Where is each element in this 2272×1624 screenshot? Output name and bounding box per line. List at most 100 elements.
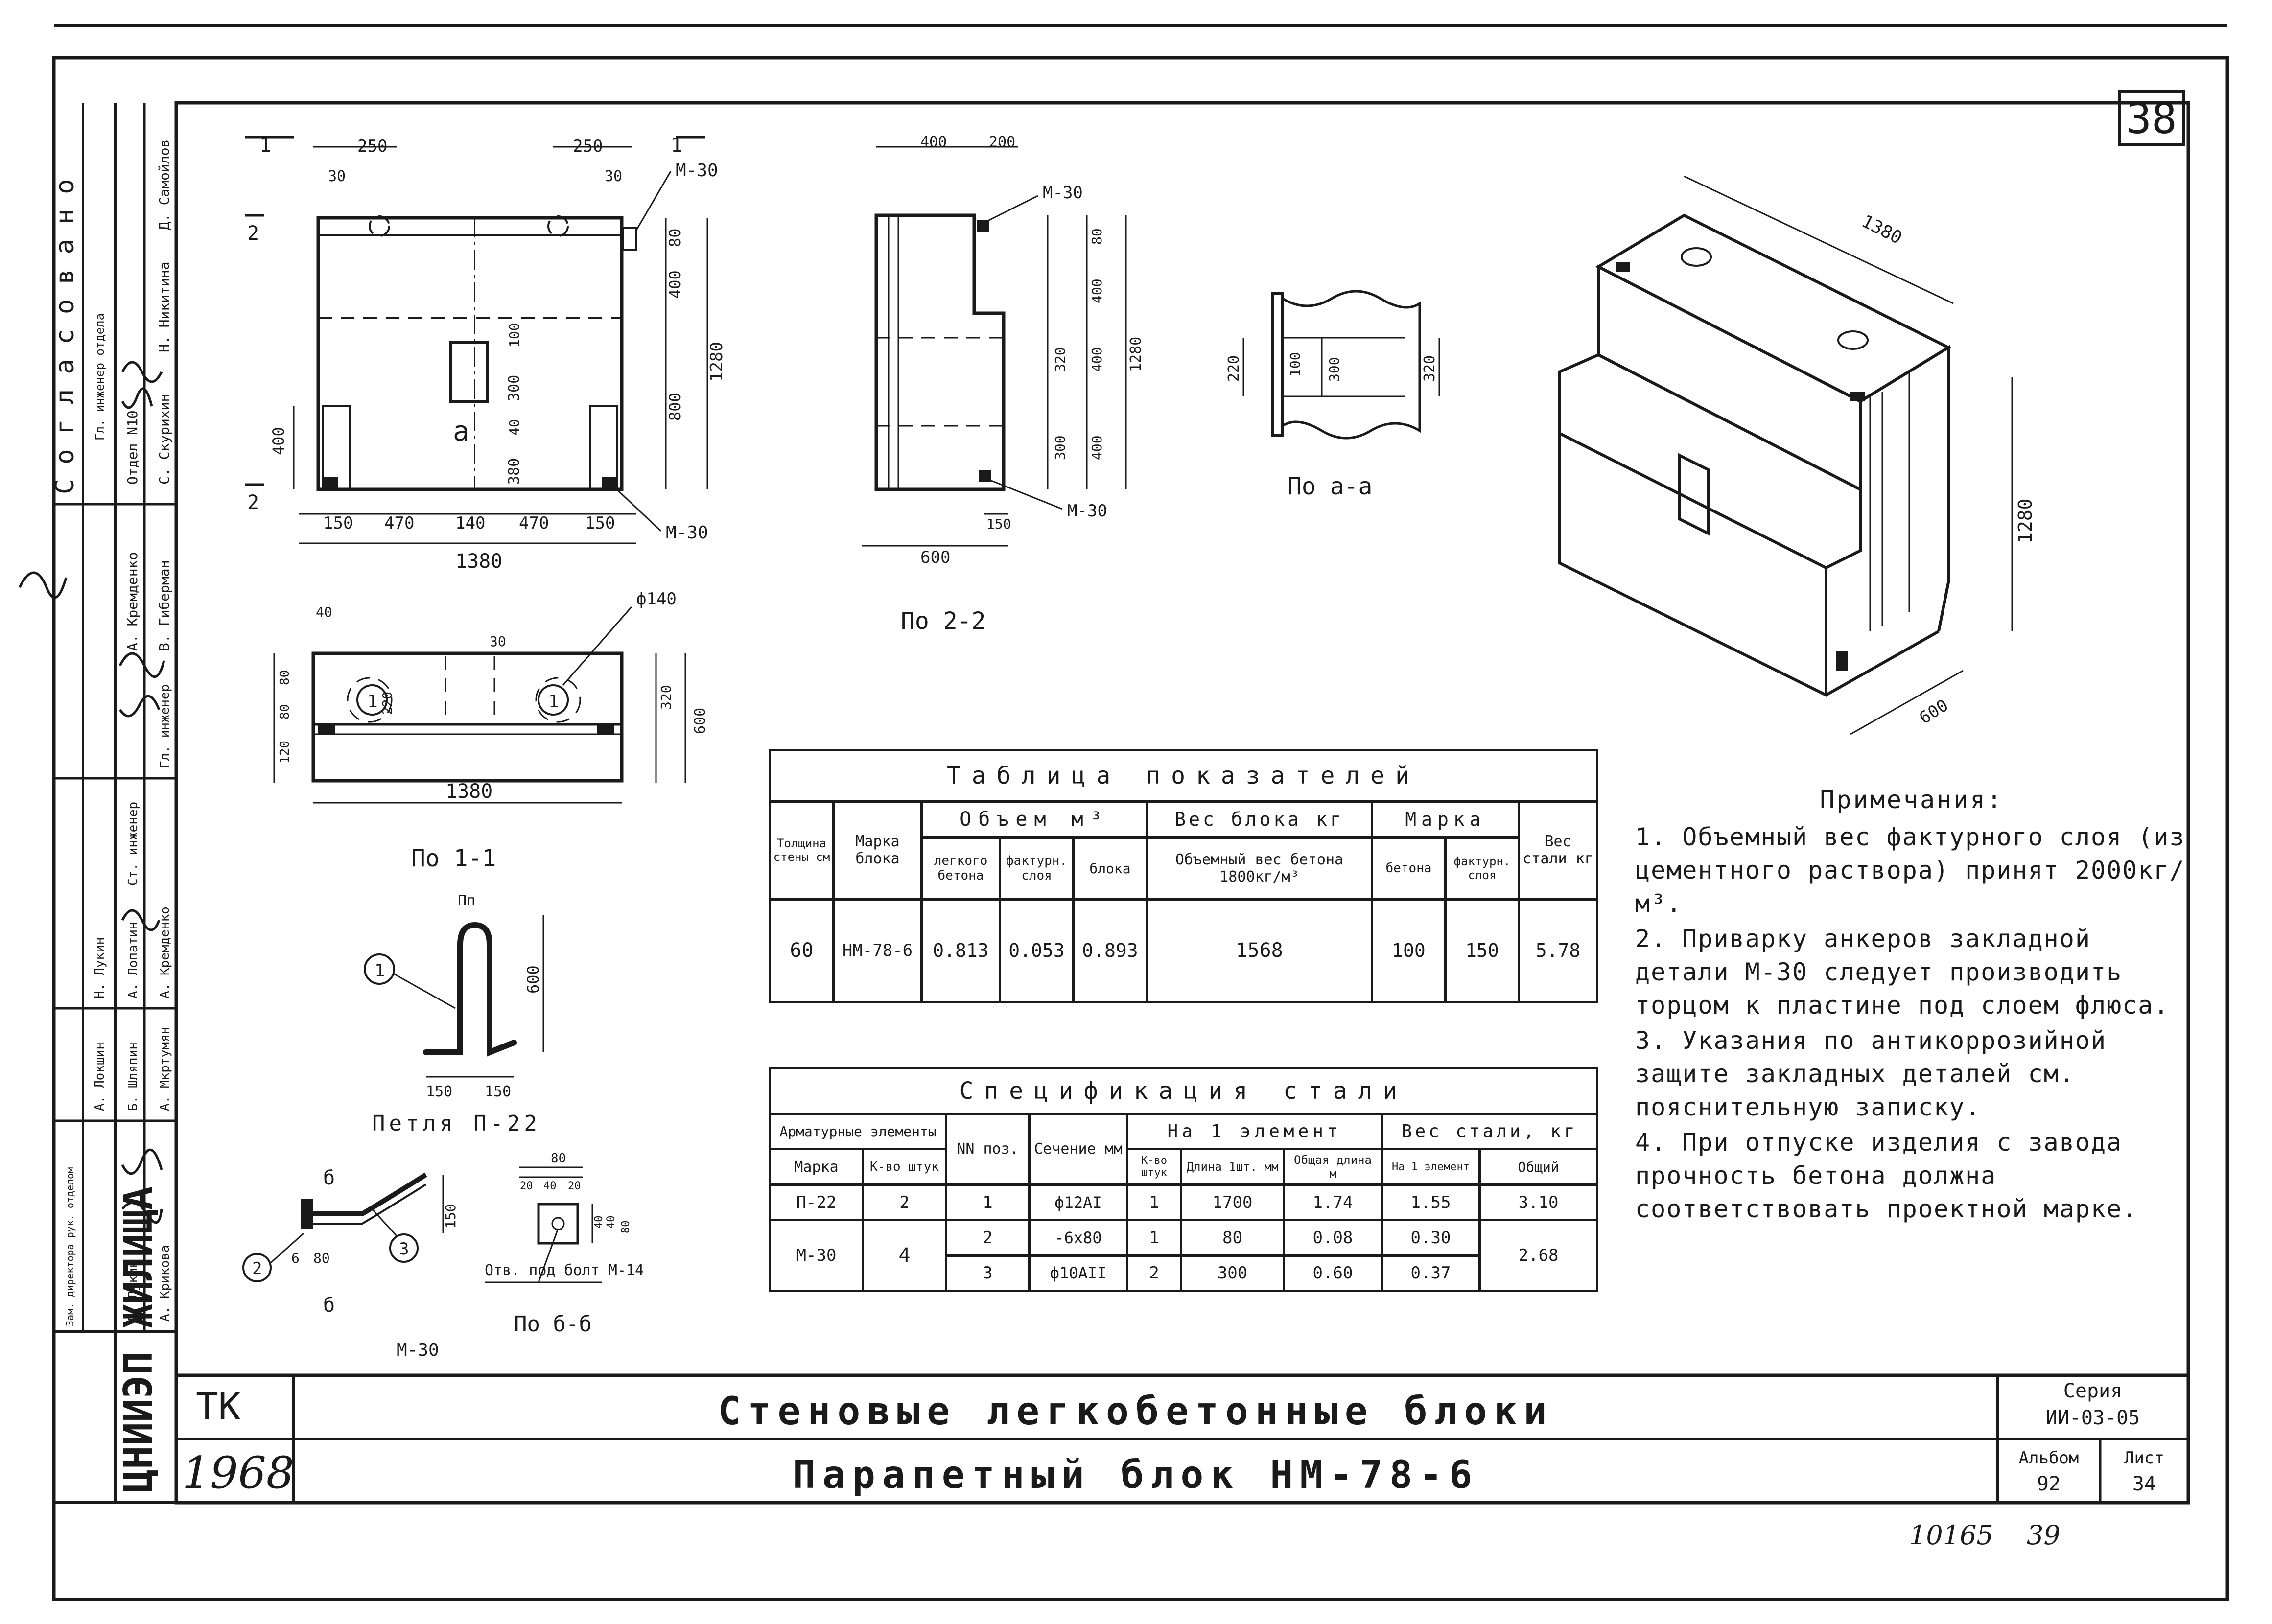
- plan-caption: По 1-1: [411, 845, 496, 872]
- sec22-dim-right-2: 400: [1089, 278, 1105, 303]
- iso-dim-length: 1380: [1858, 211, 1905, 248]
- sec22-callout-2: М-30: [1067, 501, 1107, 521]
- front-dim-bottom-2: 470: [384, 513, 414, 533]
- front-dim-top-3: 30: [328, 168, 346, 185]
- steel-r2-weight-per: 0.30: [1381, 1219, 1481, 1257]
- front-cut-label: а: [453, 416, 469, 447]
- steel-r2-pos: 2: [945, 1219, 1031, 1257]
- staff-role-3: Ст. инженер: [126, 802, 141, 886]
- chief-name-4: А. Крикова: [158, 1245, 172, 1322]
- plan-dim-left-2: 220: [380, 692, 395, 715]
- staff-name-2: А. Кремденко: [124, 552, 141, 651]
- embed-dim-80: 80: [313, 1250, 330, 1266]
- plan-dim-left-1: 40: [316, 604, 332, 620]
- outer-frame: [52, 56, 2229, 1601]
- sec22-dim-right-3: 320: [1052, 347, 1068, 372]
- front-dim-bottom-4: 470: [519, 513, 549, 533]
- note-item: 1. Объемный вес фактурного слоя (из цеме…: [1635, 820, 2188, 920]
- steel-h-elements: Арматурные элементы: [769, 1113, 947, 1151]
- embed-hole-note: Отв. под болт М-14: [485, 1262, 644, 1279]
- inner-frame: [174, 101, 2190, 1505]
- stamp-left: 10165: [1909, 1520, 1993, 1551]
- chief-name-2: Б. Шляпин: [126, 1042, 141, 1111]
- tb-subtitle: Парапетный блок НМ-78-6: [793, 1453, 1479, 1497]
- ind-steel: 5.78: [1517, 898, 1599, 1004]
- steel-r1-length: 1700: [1180, 1183, 1285, 1222]
- chief-name-5: Л. Лукин: [126, 1260, 141, 1322]
- steel-row: 3 ф10АII 2 300 0.60 0.37: [770, 1254, 1597, 1293]
- steel-r3-section: ф10АII: [1028, 1254, 1128, 1293]
- steel-r2-mark: М-30: [769, 1219, 864, 1292]
- ind-h-grade-facing: фактурн. слоя: [1444, 836, 1520, 901]
- front-dim-right-2: 400: [666, 270, 684, 299]
- embed-section-mark-bottom: б: [323, 1294, 335, 1317]
- ind-h-mark: Марка блока: [832, 800, 923, 901]
- title-block: ТК 1968 Стеновые легкобетонные блоки Пар…: [176, 1373, 2188, 1503]
- secaa-caption: По а-а: [1288, 473, 1372, 500]
- steel-row: П-22 2 1 ф12АI 1 1700 1.74 1.55 3.10: [769, 1183, 1599, 1222]
- notes: Примечания: 1. Объемный вес фактурного с…: [1635, 783, 2188, 1228]
- embed-caption-section: По б-б: [514, 1312, 592, 1337]
- note-text: 1. Объемный вес фактурного слоя (из цеме…: [1635, 823, 2185, 918]
- plan-marker-1-label: 1: [367, 692, 378, 712]
- embed-dim-20a: 20: [520, 1180, 533, 1192]
- tb-sheet-label: Лист: [2124, 1448, 2164, 1468]
- secaa-dim-1: 220: [1225, 355, 1242, 382]
- loop-dim-2: 150: [485, 1083, 511, 1100]
- front-section-mark-3: 2: [247, 222, 259, 245]
- steel-r3-qty: 2: [1126, 1254, 1182, 1293]
- approval-role-4: Отдел N10: [124, 410, 141, 485]
- embed-m30: 2 3 б б 6 80 150 М-30 80 20 40 20 40 40 …: [242, 1151, 644, 1360]
- steel-r1-pos: 1: [945, 1183, 1031, 1222]
- steel-h-count: К-во штук: [862, 1148, 947, 1186]
- front-dim-bottom-5: 150: [585, 513, 615, 533]
- ind-h-weight-sub: Объемный вес бетона 1800кг/м³: [1146, 836, 1373, 901]
- embed-dim-80b: 80: [620, 1221, 632, 1234]
- steel-h-section: Сечение мм: [1028, 1113, 1128, 1186]
- loop-dim-1: 150: [426, 1083, 452, 1100]
- front-dim-left: 400: [269, 427, 288, 455]
- loop-p22: 1 Пп 600 150 150 Петля П-22: [364, 892, 544, 1136]
- note-item: 3. Указания по антикоррозийной защите за…: [1635, 1024, 2188, 1124]
- plan-total-width: 1380: [445, 780, 492, 803]
- sec22-dim-right-1: 80: [1089, 228, 1105, 245]
- ind-h-vol-light: легкого бетона: [920, 836, 1001, 901]
- steel-r2-length: 80: [1180, 1219, 1285, 1257]
- front-section-mark-1: 1: [259, 134, 271, 157]
- embed-dim-6: 6: [291, 1250, 300, 1266]
- loop-label-top: Пп: [458, 892, 475, 909]
- iso-dim-depth: 600: [1916, 696, 1952, 728]
- iso-dim-height: 1280: [2014, 498, 2036, 543]
- steel-r2-section: -6х80: [1028, 1219, 1128, 1257]
- secaa-dim-2: 100: [1287, 352, 1303, 377]
- plan-dim-left-3: 80: [278, 670, 292, 685]
- sec22-dim-right-4: 400: [1089, 347, 1105, 372]
- front-section-mark-4: 2: [247, 491, 259, 514]
- steel-r2-total-length: 0.08: [1283, 1219, 1383, 1257]
- tb-series-label: Серия: [2063, 1380, 2122, 1402]
- steel-h-pos: NN поз.: [945, 1113, 1031, 1186]
- plan-hole: ф140: [636, 589, 677, 609]
- steel-r2-qty: 1: [1126, 1219, 1182, 1257]
- note-text: 3. Указания по антикоррозийной защите за…: [1635, 1026, 2107, 1121]
- embed-dim-150: 150: [443, 1204, 459, 1229]
- approval-name-2: Н. Никитина: [156, 262, 172, 352]
- isometric-view: 1380 1280 600: [1558, 175, 2036, 735]
- ind-h-steel: Вес стали кг: [1517, 800, 1599, 901]
- steel-r3-pos: 3: [945, 1254, 1031, 1293]
- chief-role-1: Зам. директора рук. отделом: [64, 1167, 76, 1326]
- steel-spec-table: Спецификация стали Арматурные элементы N…: [768, 1067, 1599, 1293]
- embed-dim-40c: 40: [605, 1216, 617, 1229]
- ind-h-weight: Вес блока кг: [1146, 800, 1373, 839]
- embed-caption: М-30: [397, 1340, 439, 1360]
- steel-r1-section: ф12АI: [1028, 1183, 1128, 1222]
- staff-name-3: А. Кремденко: [158, 906, 172, 998]
- steel-r2-weight-total: 2.68: [1478, 1219, 1599, 1292]
- front-dim-bottom-1: 150: [323, 513, 353, 533]
- sec22-dim-top-2: 200: [989, 134, 1015, 151]
- embed-dim-40a: 40: [543, 1180, 557, 1192]
- plan-dim-right-2: 600: [692, 708, 709, 734]
- front-dim-inner-4: 100: [506, 323, 522, 348]
- steel-r1-total-length: 1.74: [1283, 1183, 1383, 1222]
